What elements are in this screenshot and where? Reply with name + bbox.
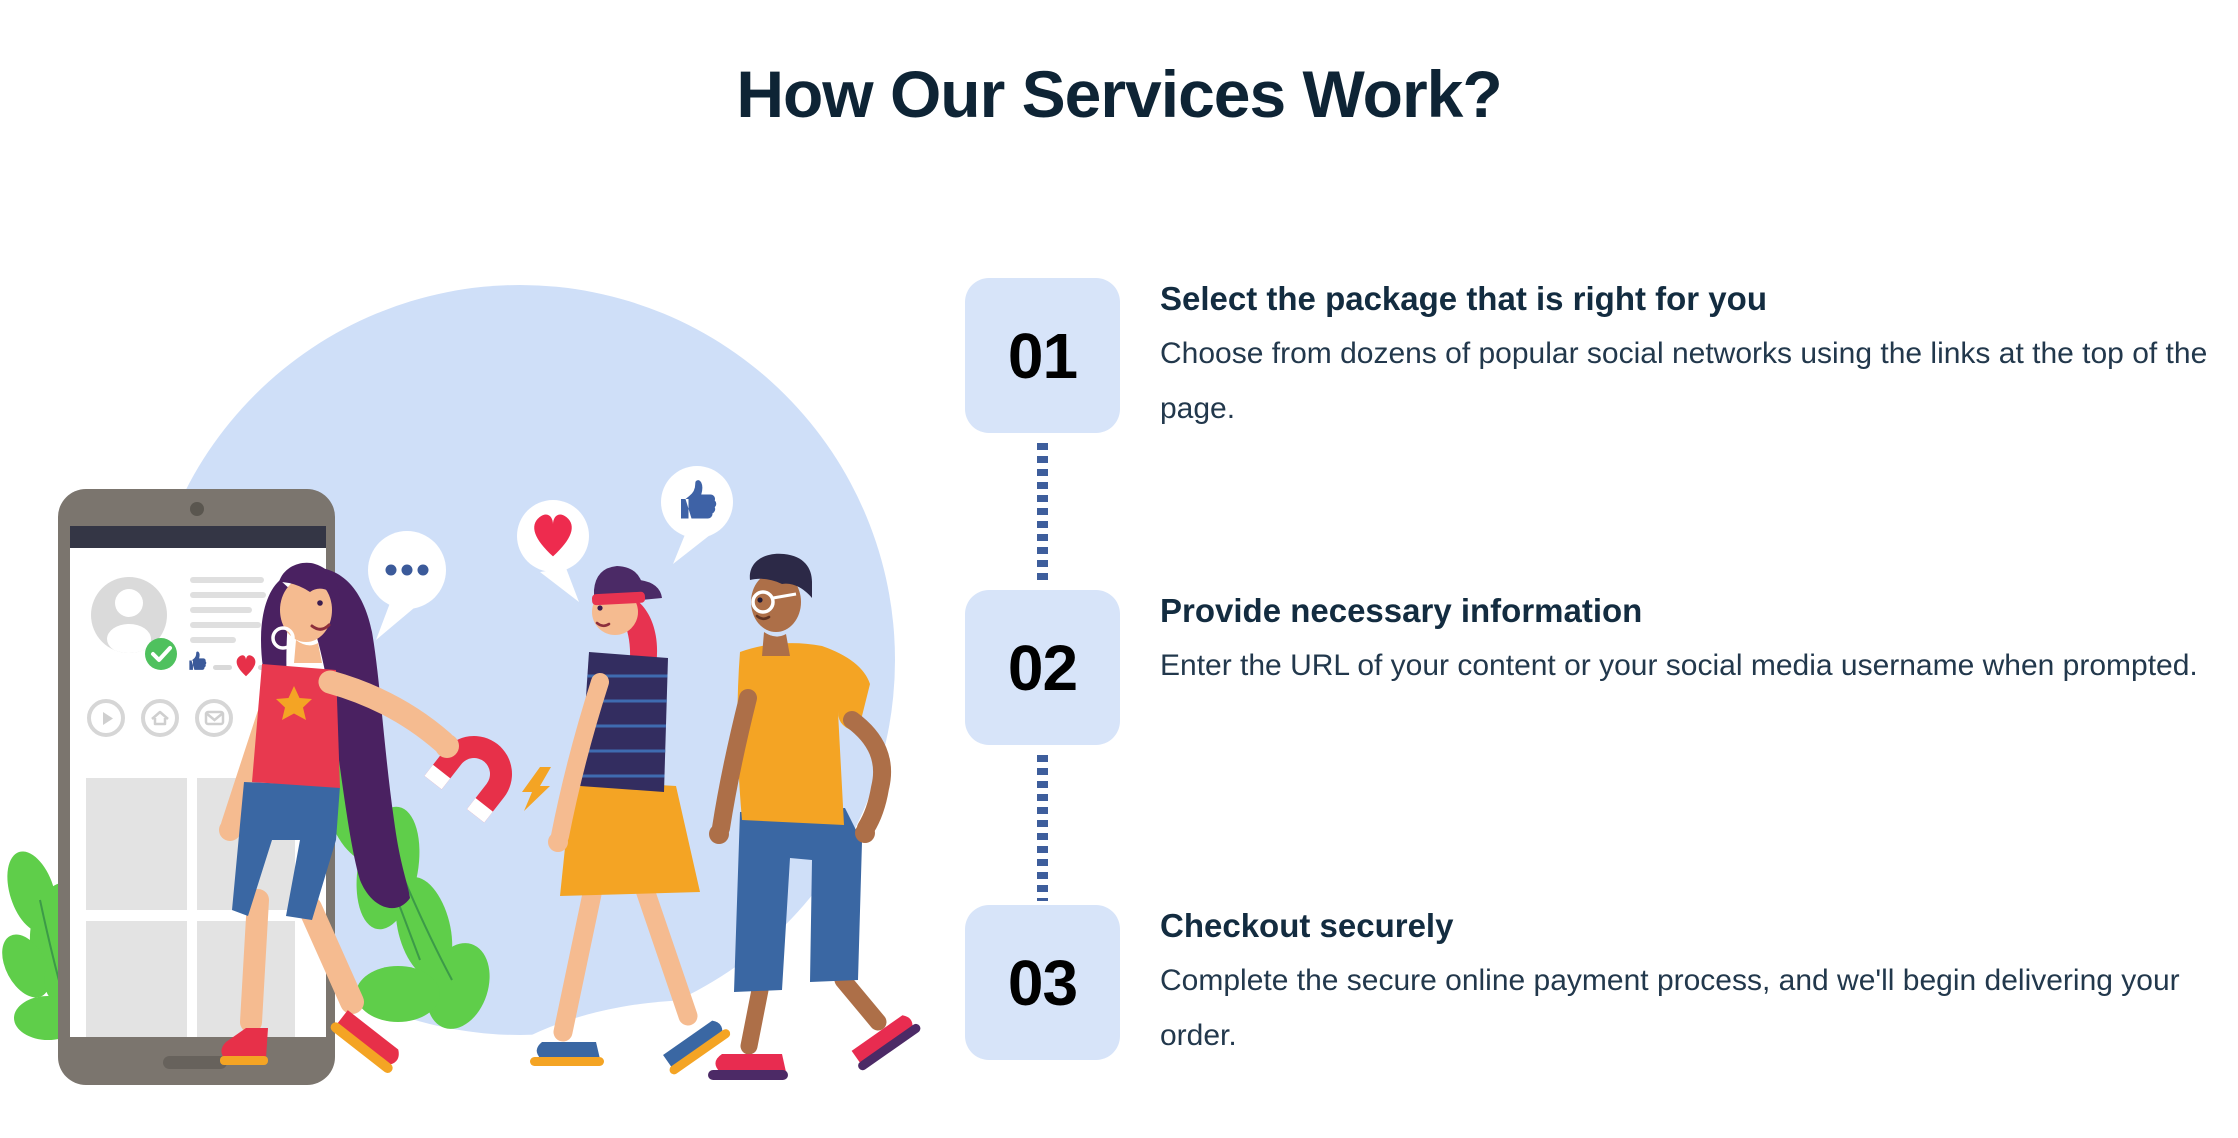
step-number: 03 (1007, 946, 1078, 1019)
verified-check-icon (145, 638, 177, 670)
step-connector-dotted-line (1037, 755, 1048, 901)
home-icon (141, 699, 179, 737)
step-description: Choose from dozens of popular social net… (1160, 337, 2208, 425)
star-icon (276, 686, 312, 720)
services-illustration (2, 285, 943, 1090)
step-description: Enter the URL of your content or your so… (1160, 649, 2198, 682)
step-connector-dotted-line (1037, 443, 1048, 585)
girl-back-shoe (220, 1028, 268, 1065)
page-title: How Our Services Work? (736, 57, 1502, 131)
lightning-icon (522, 767, 551, 811)
walking-person-right (708, 553, 921, 1080)
step-title: Select the package that is right for you (1160, 280, 1767, 317)
heart-bubble-icon (517, 500, 589, 602)
girl-front-shoe (330, 1010, 399, 1073)
walking-person-middle (530, 566, 731, 1075)
steps-list: 01 Select the package that is right for … (965, 278, 2225, 1068)
earring-icon (271, 626, 295, 650)
girl-with-magnet (219, 562, 551, 1073)
step-texts: Provide necessary information Enter the … (1160, 592, 2220, 693)
step-number-badge: 02 (965, 590, 1120, 745)
step-number: 01 (1007, 319, 1078, 392)
phone-home-button (163, 1056, 227, 1069)
mail-icon (195, 699, 233, 737)
glasses-icon (751, 590, 775, 614)
profile-text-lines (190, 577, 266, 643)
step-number-badge: 03 (965, 905, 1120, 1060)
step-number: 02 (1007, 631, 1078, 704)
right-walker-shoe (708, 1054, 788, 1080)
profile-action-icons (87, 699, 233, 737)
step-title: Provide necessary information (1160, 592, 1643, 629)
step-description: Complete the secure online payment proce… (1160, 964, 2180, 1052)
chat-dots-bubble-icon (368, 531, 446, 640)
phone-camera-icon (190, 502, 204, 516)
phone-status-bar (70, 526, 326, 548)
step-texts: Select the package that is right for you… (1160, 280, 2220, 436)
thumbs-up-bubble-icon (661, 466, 733, 564)
step-title: Checkout securely (1160, 907, 1454, 944)
step-number-badge: 01 (965, 278, 1120, 433)
step-texts: Checkout securely Complete the secure on… (1160, 907, 2220, 1063)
play-icon (87, 699, 125, 737)
middle-walker-shoe (530, 1042, 604, 1066)
